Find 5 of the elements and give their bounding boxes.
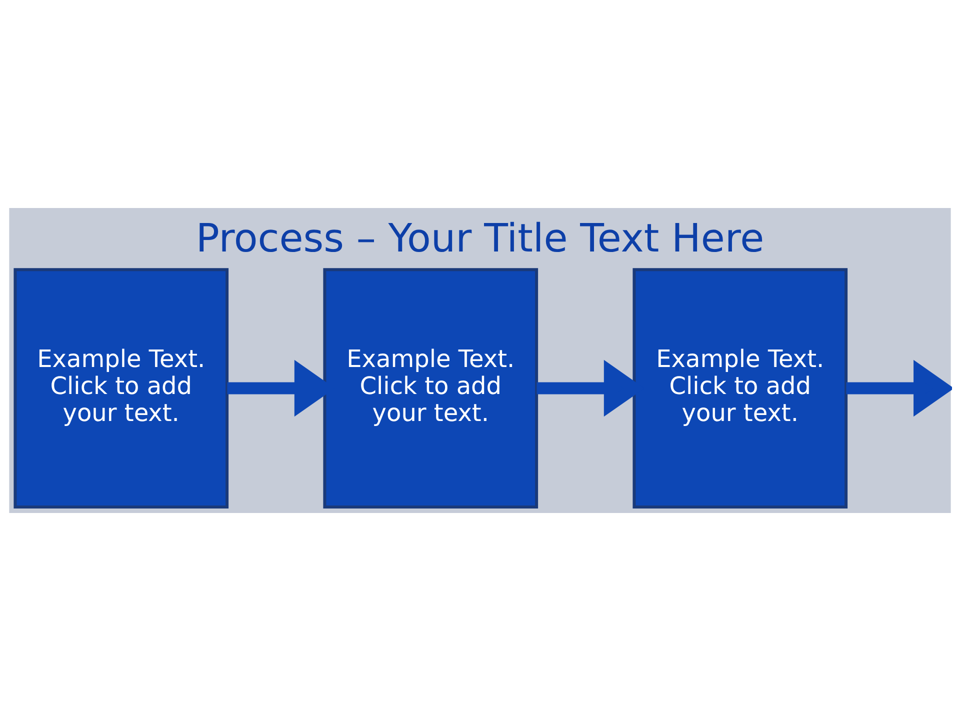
node-box: Example Text. Click to add your text. <box>632 268 848 508</box>
arrow <box>846 359 952 416</box>
node-box: Example Text. Click to add your text. <box>14 268 229 508</box>
node-box: Example Text. Click to add your text. <box>323 268 538 508</box>
diagram-title: Process – Your Title Text Here <box>196 216 764 261</box>
